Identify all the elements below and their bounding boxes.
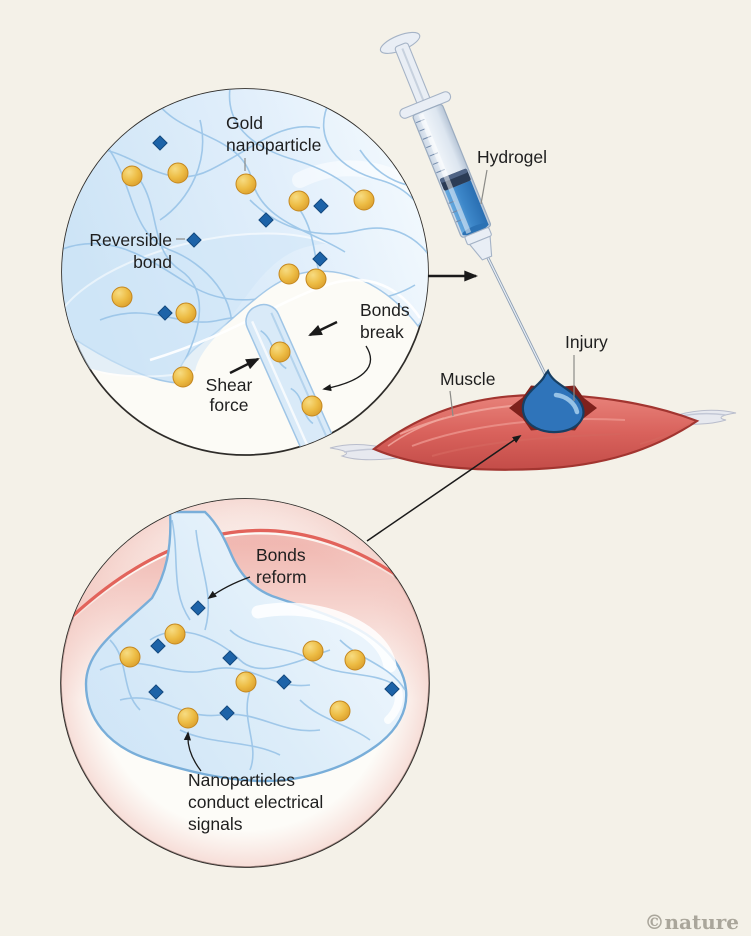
label-nanoparticles-1: Nanoparticles (188, 770, 295, 790)
reversible-bond-diamond (312, 251, 328, 267)
syringe-assembly: Hydrogel (379, 31, 551, 383)
reversible-bond-diamond (219, 705, 235, 721)
reversible-bonds-top (152, 135, 329, 321)
reversible-bonds-bottom (148, 600, 400, 721)
arrow-shear-force (229, 357, 260, 375)
gold-nanoparticle (329, 700, 351, 722)
syringe (379, 31, 493, 261)
gold-nanoparticle (175, 302, 197, 324)
bottom-detail-panel: Bonds reform Nanoparticles conduct elect… (60, 498, 430, 868)
label-reversible-bond-1: Reversible (89, 230, 172, 250)
gold-nanoparticle (344, 649, 366, 671)
gold-nanoparticle (353, 189, 375, 211)
reversible-bond-diamond (190, 600, 206, 616)
label-bonds-reform-2: reform (256, 567, 307, 587)
needle-highlight (485, 253, 550, 383)
label-nanoparticles-2: conduct electrical (188, 792, 323, 812)
label-muscle: Muscle (440, 369, 495, 389)
gold-nanoparticle (235, 671, 257, 693)
gold-nanoparticle (235, 173, 257, 195)
needle-hub-taper (468, 235, 493, 261)
reversible-bond-diamond (150, 638, 166, 654)
plunger-rod-rib (401, 48, 425, 101)
reversible-bond-diamond (152, 135, 168, 151)
gold-nanoparticles-top (111, 162, 375, 417)
label-nanoparticles-3: signals (188, 814, 243, 834)
curved-arrow-nanoparticles (183, 731, 202, 772)
label-gold-nanoparticle-1: Gold (226, 113, 263, 133)
label-reversible-bond-2: bond (133, 252, 172, 272)
nature-watermark: ©nature (644, 910, 739, 934)
curved-arrow-bonds-break (322, 345, 372, 392)
gel-highlight-swoosh-bottom (251, 602, 397, 673)
polymer-network-bottom (99, 519, 406, 771)
hydrogel-droplet (521, 368, 585, 434)
muscle-assembly: Muscle Injury (329, 332, 737, 542)
gold-nanoparticle (172, 366, 194, 388)
gold-nanoparticle (164, 623, 186, 645)
reversible-bond-diamond (186, 232, 202, 248)
gel-highlight-small (384, 686, 403, 724)
gel-blob-reformed (84, 510, 408, 783)
reversible-bond-diamond (148, 684, 164, 700)
label-hydrogel: Hydrogel (477, 147, 547, 167)
gold-nanoparticle (301, 395, 323, 417)
label-bonds-reform-1: Bonds (256, 545, 306, 565)
gold-nanoparticle (111, 286, 133, 308)
label-bonds-break-1: Bonds (360, 300, 410, 320)
curved-arrow-bonds-reform (207, 576, 251, 600)
reversible-bond-diamond (384, 681, 400, 697)
reversible-bond-diamond (276, 674, 292, 690)
bottom-gel-scene (61, 499, 429, 867)
reversible-bond-diamond (222, 650, 238, 666)
gold-nanoparticle (167, 162, 189, 184)
gold-nanoparticle (121, 165, 143, 187)
muscle-fiber-streaks (387, 402, 691, 457)
droplet-highlight (553, 392, 580, 415)
label-shear-force-1: Shear (206, 375, 253, 395)
label-injury: Injury (565, 332, 608, 352)
gold-nanoparticles-bottom (119, 623, 366, 729)
top-gel-scene (62, 89, 428, 455)
gold-nanoparticle (269, 341, 291, 363)
barrel-glass-highlight (418, 113, 472, 234)
pointer-line-hydrogel (480, 169, 488, 205)
top-detail-panel: Gold nanoparticle Reversible bond Bonds … (61, 88, 479, 456)
connector-arrow-to-injury (366, 434, 522, 542)
gold-nanoparticle (119, 646, 141, 668)
gold-nanoparticle (305, 268, 327, 290)
gold-nanoparticle (177, 707, 199, 729)
muscle-surface-line (61, 528, 429, 638)
label-bonds-break-2: break (360, 322, 404, 342)
gold-nanoparticle (288, 190, 310, 212)
gold-nanoparticle (278, 263, 300, 285)
gold-nanoparticle (302, 640, 324, 662)
reversible-bond-diamond (313, 198, 329, 214)
label-gold-nanoparticle-2: nanoparticle (226, 135, 321, 155)
reversible-bond-diamond (258, 212, 274, 228)
label-shear-force-2: force (210, 395, 249, 415)
arrow-bonds-break (308, 320, 338, 337)
reversible-bond-diamond (157, 305, 173, 321)
pointer-line-muscle (449, 390, 454, 417)
